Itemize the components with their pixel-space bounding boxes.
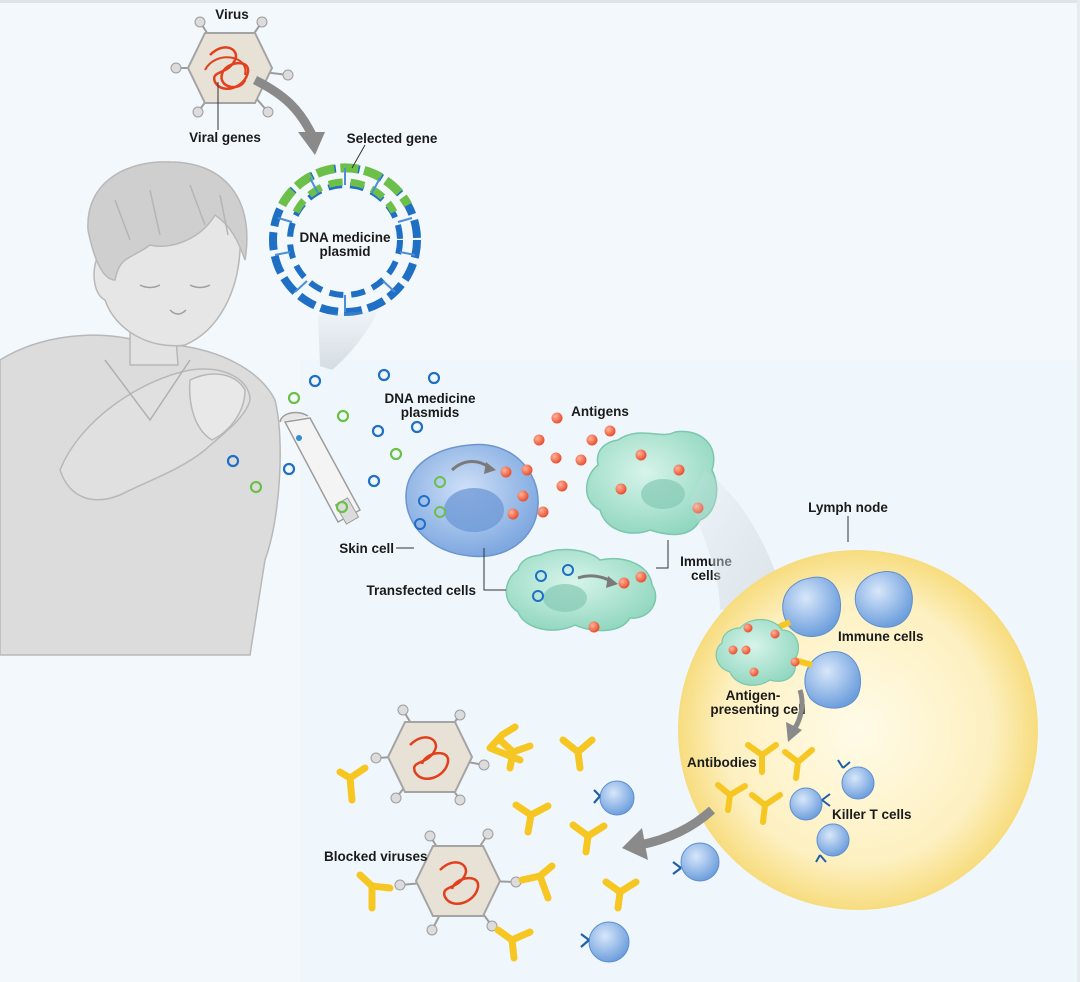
label-blocked-viruses: Blocked viruses <box>324 849 428 864</box>
person-figure <box>0 161 281 656</box>
label-antigens: Antigens <box>571 404 629 419</box>
label-immune-cells-line2: cells <box>691 568 721 583</box>
antigen-presenting-cell <box>715 619 800 686</box>
blocked-virus-upper <box>336 704 524 806</box>
label-node-immune-cells: Immune cells <box>838 629 924 644</box>
dna-plasmid-ring <box>269 163 421 316</box>
label-killer-t-cells: Killer T cells <box>832 807 912 822</box>
virus-icon <box>170 16 294 118</box>
label-apc-line2: presenting cell <box>710 702 805 717</box>
arrowhead-virus-to-plasmid <box>298 132 325 155</box>
label-antibodies: Antibodies <box>687 755 757 770</box>
node-immune-cells <box>770 571 913 709</box>
label-viral-genes: Viral genes <box>189 130 261 145</box>
arrow-node-to-viruses <box>639 806 716 850</box>
label-skin-cell: Skin cell <box>339 541 394 556</box>
arrowhead-node-to-viruses <box>622 828 648 860</box>
free-antibodies <box>496 736 640 912</box>
label-selected-gene: Selected gene <box>347 131 438 146</box>
arrowhead-apc-to-antibodies <box>786 722 802 742</box>
injector-icon <box>279 411 362 525</box>
label-plasmids-line1: DNA medicine <box>384 391 476 406</box>
blocked-virus-lower <box>356 828 556 962</box>
label-virus: Virus <box>215 7 249 22</box>
label-plasmids-line2: plasmids <box>401 405 460 420</box>
arrow-apc-to-antibodies <box>792 689 805 730</box>
node-antibodies <box>715 742 815 825</box>
beam-plasmid-to-injector <box>318 310 378 370</box>
plasmid-dots <box>226 368 441 514</box>
arrow-virus-to-plasmid <box>252 75 317 137</box>
label-plasmid-line2: plasmid <box>319 244 370 259</box>
label-apc-line1: Antigen- <box>726 688 781 703</box>
free-killer-t-cells <box>580 780 720 963</box>
label-lymph-node: Lymph node <box>808 500 888 515</box>
label-plasmid-line1: DNA medicine <box>299 230 391 245</box>
transfected-cell-bottom <box>505 548 657 633</box>
node-killer-t-cells <box>789 759 875 863</box>
beam-to-lymph-node <box>690 470 785 610</box>
label-transfected-cells: Transfected cells <box>366 583 476 598</box>
